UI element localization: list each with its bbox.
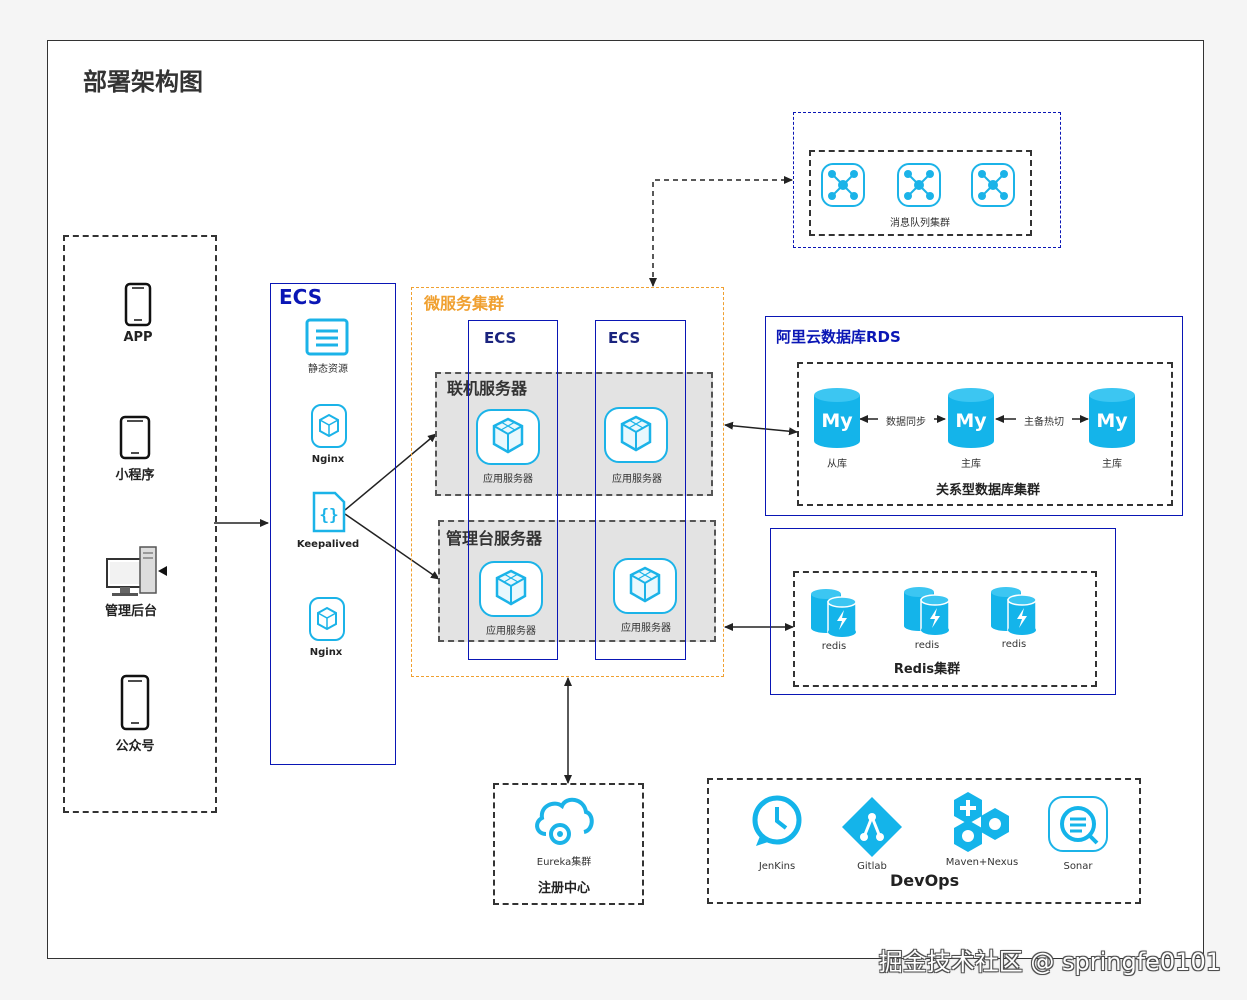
ecs-node-1-label: ECS: [484, 329, 517, 347]
app-server-icon: [612, 557, 678, 615]
static-resource-label: 静态资源: [308, 364, 348, 375]
eureka-cloud-icon: [535, 797, 594, 845]
mysql-my-text: My: [1096, 410, 1128, 432]
diagram-title: 部署架构图: [83, 68, 203, 96]
client-miniprogram-label: 小程序: [115, 468, 155, 483]
rds-label: 阿里云数据库RDS: [776, 328, 901, 346]
arrow-keepalived-mgmt: [344, 513, 440, 580]
microservice-cluster: [411, 287, 724, 677]
rds-cluster-box: [797, 362, 1173, 506]
desktop-computer-icon: [106, 546, 167, 596]
message-queue-icon: [897, 163, 941, 207]
phone-icon: [119, 415, 151, 460]
svg-text:{}: {}: [319, 505, 338, 524]
nginx-label-2: Nginx: [309, 647, 343, 658]
client-admin-label: 管理后台: [104, 604, 157, 619]
redis-cluster-box: [793, 571, 1097, 687]
app-server-label: 应用服务器: [612, 474, 662, 485]
redis-icon: [810, 588, 857, 638]
arrow-micro-mq: [649, 176, 793, 287]
app-server-label: 应用服务器: [486, 626, 536, 637]
mgmt-server-label: 管理台服务器: [446, 529, 543, 548]
slave-db-label: 从库: [827, 459, 847, 470]
message-queue-icon: [821, 163, 865, 207]
nginx-label-1: Nginx: [311, 454, 345, 465]
app-server-label: 应用服务器: [483, 474, 533, 485]
jenkins-label: JenKins: [758, 861, 796, 872]
mysql-master-icon: My: [948, 388, 994, 448]
keepalived-label: Keepalived: [296, 539, 360, 550]
gitlab-icon: [842, 797, 902, 857]
eureka-cluster-label: Eureka集群: [536, 857, 592, 868]
redis-node-label: redis: [821, 641, 847, 652]
eureka-box: [493, 783, 644, 905]
mysql-my-text: My: [955, 410, 987, 432]
maven-nexus-icon: [954, 792, 1009, 852]
maven-nexus-label: Maven+Nexus: [945, 857, 1019, 868]
phone-icon: [120, 674, 150, 731]
mq-cluster-label: 消息队列集群: [890, 218, 950, 229]
ecs-node-2-label: ECS: [608, 329, 641, 347]
devops-label: DevOps: [890, 871, 960, 890]
app-server-label: 应用服务器: [621, 623, 671, 634]
clients-group: [63, 235, 217, 813]
watermark: 掘金技术社区 @ springfe0101: [878, 948, 1221, 976]
redis-cluster-label: Redis集群: [893, 662, 961, 677]
arrow-keepalived-online: [344, 433, 437, 511]
mysql-master-icon: My: [1089, 388, 1135, 448]
client-app-label: APP: [123, 330, 153, 345]
ecs-node-1: [468, 320, 558, 660]
client-official-label: 公众号: [115, 739, 155, 754]
app-server-icon: [475, 408, 541, 466]
registry-center-label: 注册中心: [537, 881, 590, 896]
redis-node-label: redis: [914, 640, 940, 651]
master-db-label: 主库: [1102, 459, 1122, 470]
mq-cluster-box: [809, 150, 1032, 236]
mysql-my-text: My: [821, 410, 853, 432]
microservice-label: 微服务集群: [424, 294, 505, 313]
keepalived-icon: {}: [312, 491, 346, 533]
message-queue-icon: [971, 163, 1015, 207]
mysql-slave-icon: My: [814, 388, 860, 448]
online-server-label: 联机服务器: [447, 379, 528, 398]
nginx-icon: [311, 404, 347, 448]
devops-box: [707, 778, 1141, 904]
app-server-icon: [603, 406, 669, 464]
rds-box: [765, 316, 1183, 516]
master-db-label: 主库: [961, 459, 981, 470]
ecs-gateway-box: [270, 283, 396, 765]
arrow-micro-rds: [724, 421, 798, 436]
gitlab-label: Gitlab: [857, 861, 887, 872]
redis-box: [770, 528, 1116, 695]
redis-icon: [903, 586, 950, 636]
phone-icon: [124, 282, 152, 327]
data-sync-label: 数据同步: [878, 413, 934, 428]
redis-node-label: redis: [1001, 639, 1027, 650]
rds-cluster-label: 关系型数据库集群: [935, 483, 1040, 498]
sonar-label: Sonar: [1063, 861, 1093, 872]
redis-icon: [990, 586, 1037, 636]
app-server-icon: [478, 560, 544, 618]
jenkins-clock-icon: [752, 795, 802, 846]
ecs-gateway-label: ECS: [279, 285, 323, 309]
sonar-icon: [1048, 796, 1108, 852]
failover-label: 主备热切: [1016, 413, 1072, 428]
mq-outer-box: [793, 112, 1061, 248]
static-resource-icon: [305, 318, 349, 356]
nginx-icon: [309, 597, 345, 641]
ecs-node-2: [595, 320, 686, 660]
